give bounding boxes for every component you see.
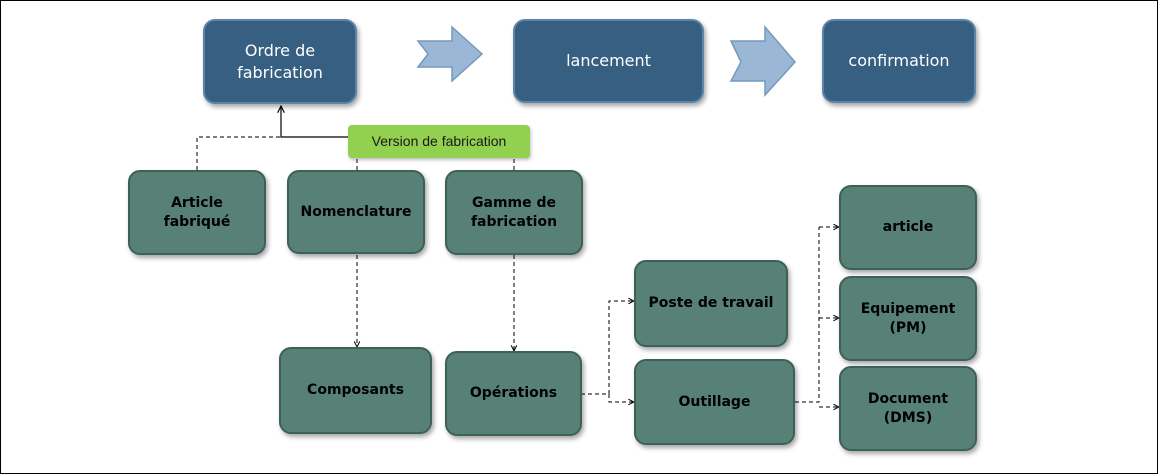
operations-to-poste-connector <box>581 301 634 395</box>
ordre-de-fabrication-box: Ordre de fabrication <box>203 19 357 104</box>
article-to-ordre-connector <box>196 136 281 170</box>
equipement-pm-box: Equipement (PM) <box>839 276 977 361</box>
gamme-de-fabrication-box: Gamme de fabrication <box>445 170 583 255</box>
nomenclature-box: Nomenclature <box>287 170 425 254</box>
version-to-ordre-connector <box>281 106 349 138</box>
confirmation-box: confirmation <box>822 19 976 103</box>
operations-box: Opérations <box>445 351 582 436</box>
flow-arrow-1 <box>416 25 484 83</box>
composants-box: Composants <box>279 347 432 434</box>
poste-de-travail-box: Poste de travail <box>634 260 788 347</box>
version-de-fabrication-tag: Version de fabrication <box>348 125 530 158</box>
outillage-to-tooling-connector <box>795 227 820 403</box>
outillage-box: Outillage <box>634 359 795 445</box>
operations-to-outillage-connector <box>608 394 634 402</box>
document-dms-box: Document (DMS) <box>839 366 977 451</box>
lancement-box: lancement <box>513 19 704 103</box>
article-fabrique-box: Article fabriqué <box>128 170 266 255</box>
article-box: article <box>839 185 977 270</box>
flow-arrow-2 <box>729 24 797 97</box>
